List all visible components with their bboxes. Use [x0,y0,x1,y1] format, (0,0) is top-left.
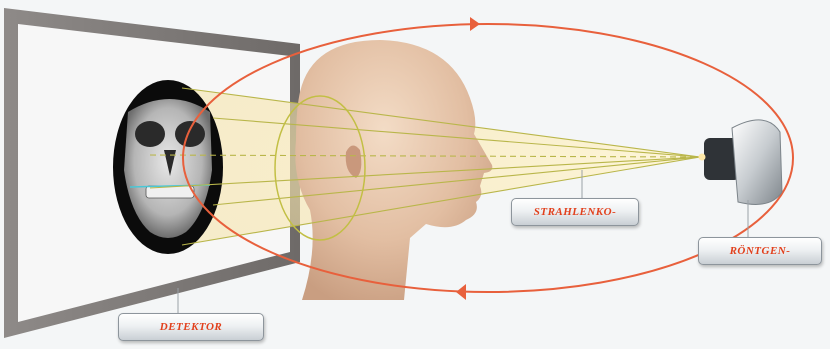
beam-label: STRAHLENKO- [511,198,639,226]
xray-source-label-text: RÖNTGEN- [730,245,791,257]
xray-source-label: RÖNTGEN- [698,237,822,265]
skull-left-orbit [135,121,165,147]
beam-label-text: STRAHLENKO- [534,206,617,218]
detector-label-text: DETEKTOR [160,321,222,333]
xray-source [699,120,783,205]
xray-tube-icon [732,120,782,205]
detector-label: DETEKTOR [118,313,264,341]
focal-spot [699,154,706,161]
orbit-arrow-bottom-icon [456,284,466,300]
skull-right-orbit [175,121,205,147]
orbit-arrow-top-icon [470,17,480,31]
